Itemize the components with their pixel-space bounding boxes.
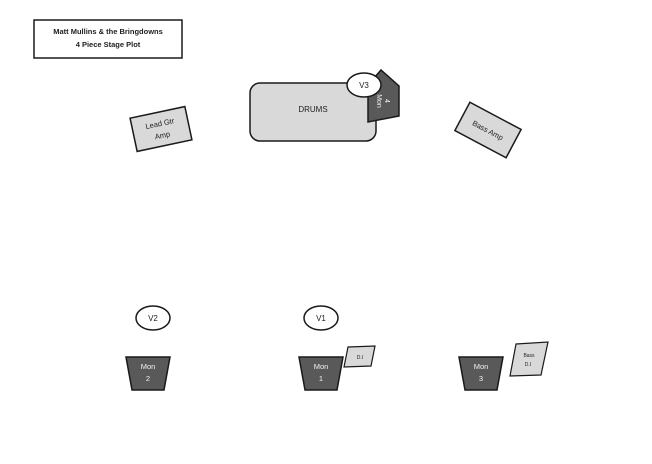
lead-guitar-amp: Lead Gtr Amp [129,105,193,153]
title-line-1: Matt Mullins & the Bringdowns [53,27,163,36]
monitor-2-label-1: Mon [141,362,156,371]
title-box: Matt Mullins & the Bringdowns 4 Piece St… [33,19,183,59]
v2-label: V2 [148,314,158,323]
vocal-mic-v2: V2 [135,305,171,331]
monitor-4-label-1: Mon [375,94,382,108]
v3-label: V3 [359,81,369,90]
monitor-4-label-2: 4 [383,99,390,103]
bass-amp: Bass Amp [453,101,523,159]
monitor-3-label-2: 3 [479,374,483,383]
monitor-1-label-1: Mon [314,362,329,371]
vocal-mic-v3: V3 [346,72,382,98]
bass-di-label-1: Bass [523,353,535,359]
monitor-1: Mon 1 [298,356,344,391]
monitor-2: Mon 2 [125,356,171,391]
monitor-1-label-2: 1 [319,374,323,383]
lead-gtr-label-2: Amp [154,129,171,141]
v1-label: V1 [316,314,326,323]
title-line-2: 4 Piece Stage Plot [76,40,141,49]
vocal-mic-v1: V1 [303,305,339,331]
monitor-2-label-2: 2 [146,374,150,383]
monitor-3-label-1: Mon [474,362,489,371]
bass-di-box: Bass D.I [509,341,549,377]
drums-label: DRUMS [298,105,327,114]
di-box: D.I [343,345,376,368]
bass-di-label-2: D.I [525,362,531,368]
di-label: D.I [357,355,363,361]
monitor-3: Mon 3 [458,356,504,391]
